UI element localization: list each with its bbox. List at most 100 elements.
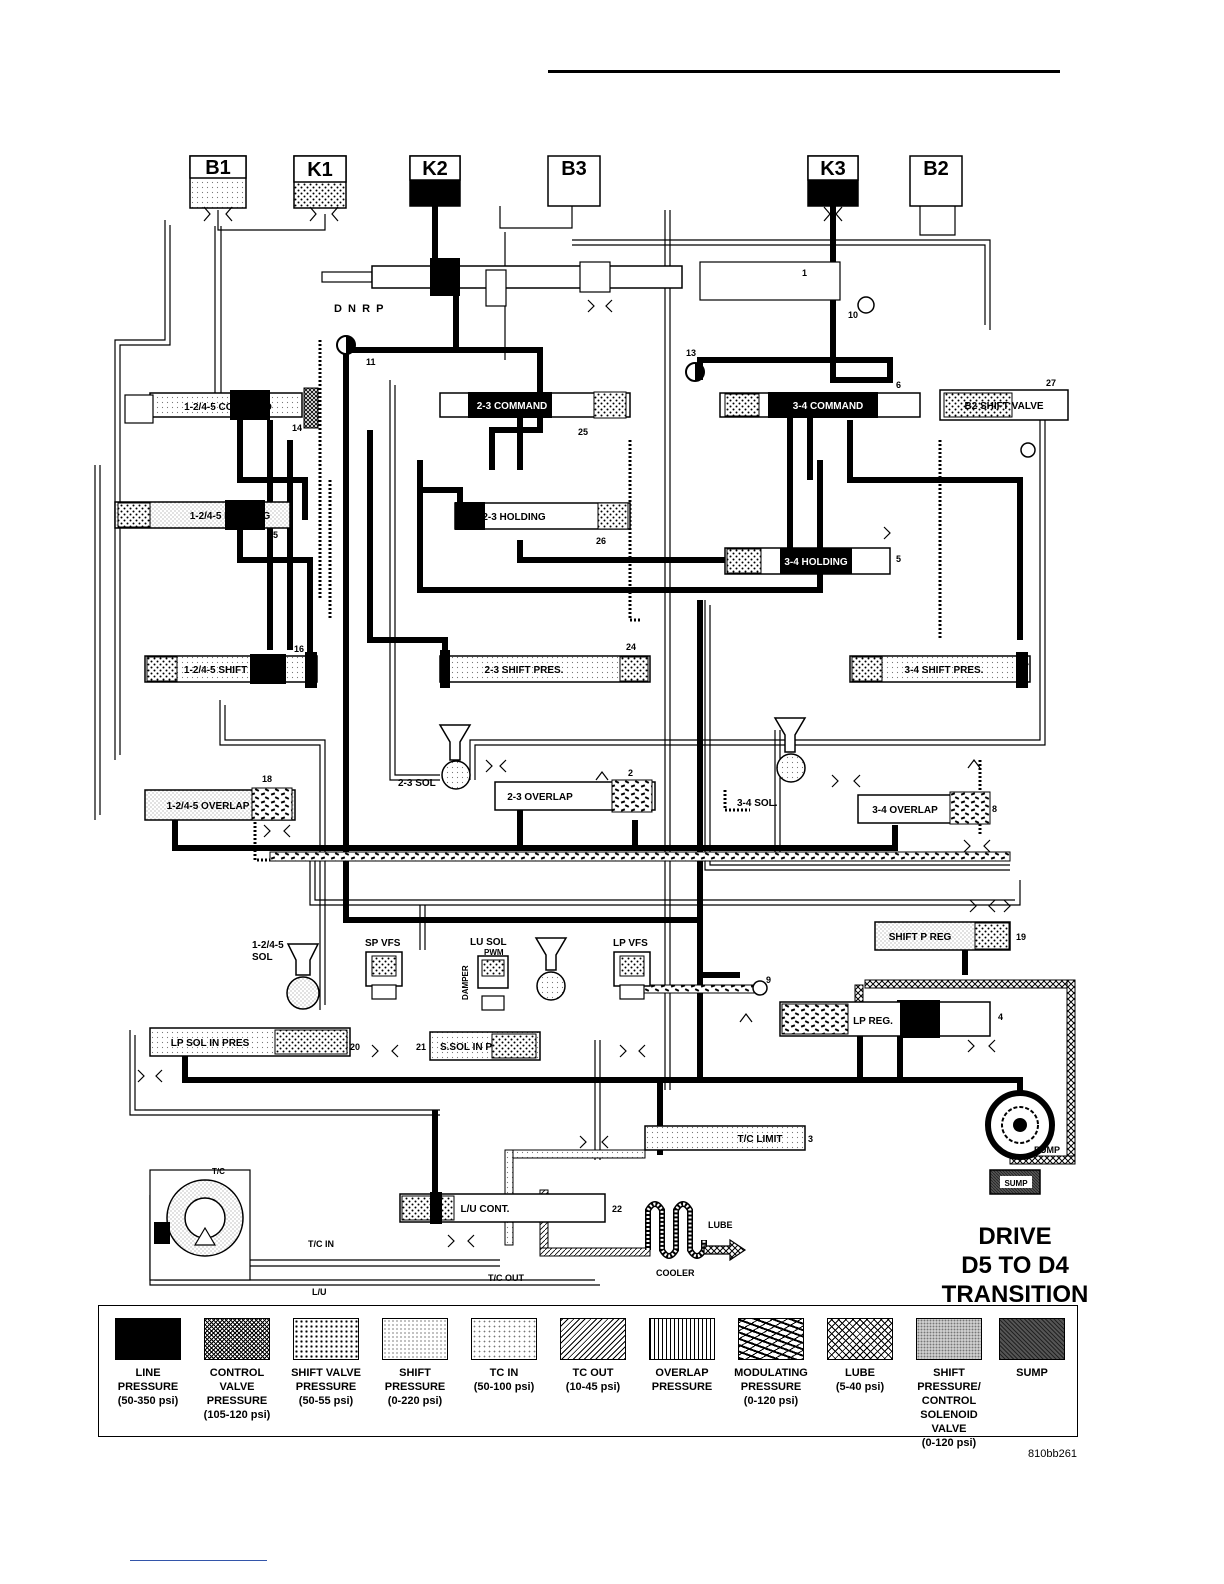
valve-23-shift-pres-label: 2-3 SHIFT PRES.: [485, 665, 564, 676]
callout-13: 13: [686, 348, 696, 358]
valve-1245-overlap-label: 1-2/4-5 OVERLAP: [167, 801, 250, 812]
legend-label: SHIFT PRESSURE (0-220 psi): [384, 1367, 446, 1407]
legend-item-control-valve: CONTROL VALVE PRESSURE (105-120 psi): [194, 1318, 280, 1422]
callout-9: 9: [766, 975, 771, 985]
callout-24: 24: [626, 642, 636, 652]
valve-34-overlap[interactable]: 3-4 OVERLAP: [857, 791, 991, 825]
valve-1245-command[interactable]: 1-2/4-5 COMMAND: [124, 387, 319, 429]
legend-swatch-tcout: [560, 1318, 626, 1360]
callout-21: 21: [416, 1042, 426, 1052]
valve-23-holding[interactable]: 2-3 HOLDING: [454, 502, 631, 530]
manual-valve[interactable]: D N R P: [321, 258, 683, 315]
pump-label: PUMP: [1034, 1145, 1060, 1155]
solenoid-34-label: 3-4 SOL.: [737, 798, 778, 809]
valve-34-holding[interactable]: 3-4 HOLDING: [724, 547, 891, 575]
legend-item-lube: LUBE (5-40 psi): [817, 1318, 903, 1394]
line-pressure-passages: [172, 206, 1023, 1200]
legend-swatch-overlap: [649, 1318, 715, 1360]
solenoid-lp-vfs[interactable]: LP VFS: [613, 938, 651, 1000]
valve-lp-sol-in-pres-label: LP SOL IN PRES: [171, 1038, 250, 1049]
solenoid-lp-vfs-label: LP VFS: [613, 938, 648, 949]
valve-b2-shift-label: B2 SHIFT VALVE: [964, 401, 1043, 412]
legend-swatch-shift: [382, 1318, 448, 1360]
solenoid-lu[interactable]: LU SOL PWM DAMPER: [461, 937, 509, 1011]
solenoid-sp-vfs-label: SP VFS: [365, 938, 401, 949]
callout-22: 22: [612, 1204, 622, 1214]
clutch-k2: K2: [409, 155, 461, 207]
callout-25: 25: [578, 427, 588, 437]
valve-23-overlap-label: 2-3 OVERLAP: [507, 792, 573, 803]
legend-label: TC IN (50-100 psi): [473, 1367, 535, 1393]
valve-s-sol-in-p[interactable]: S.SOL IN P: [429, 1031, 541, 1061]
lube-arrow-icon: [703, 1238, 747, 1262]
legend-swatch-line: [115, 1318, 181, 1360]
clutch-k2-label: K2: [422, 158, 448, 180]
valve-23-overlap[interactable]: 2-3 OVERLAP: [494, 779, 656, 813]
valve-34-command[interactable]: 3-4 COMMAND: [719, 392, 921, 418]
callout-26: 26: [596, 536, 606, 546]
valve-23-command[interactable]: 2-3 COMMAND: [439, 391, 631, 419]
legend-item-sump: SUMP: [989, 1318, 1075, 1380]
legend-label: SHIFT PRESSURE/ CONTROL SOLENOID VALVE (…: [917, 1367, 981, 1449]
solenoid-lu-label-b: PWM: [484, 948, 504, 957]
clutch-k1: K1: [293, 155, 347, 209]
clutch-b3: B3: [547, 155, 601, 207]
valve-b2-shift[interactable]: B2 SHIFT VALVE: [939, 389, 1069, 421]
legend-swatch-shiftvalve: [293, 1318, 359, 1360]
clutch-b3-label: B3: [561, 158, 587, 180]
valve-23-holding-label: 2-3 HOLDING: [482, 512, 546, 523]
valve-1245-overlap[interactable]: 1-2/4-5 OVERLAP: [144, 787, 296, 821]
callout-8: 8: [992, 804, 997, 814]
valve-34-shift-pres[interactable]: 3-4 SHIFT PRES.: [849, 652, 1031, 688]
legend-item-tc-in: TC IN (50-100 psi): [461, 1318, 547, 1394]
solenoid-sp-vfs[interactable]: SP VFS: [365, 938, 403, 1000]
legend-label: CONTROL VALVE PRESSURE (105-120 psi): [203, 1367, 271, 1421]
legend-label: LUBE (5-40 psi): [835, 1367, 885, 1393]
valve-10-block: [699, 261, 875, 314]
sump: SUMP: [989, 1169, 1041, 1195]
solenoid-34[interactable]: 3-4 SOL.: [737, 717, 807, 809]
valve-34-shift-pres-label: 3-4 SHIFT PRES.: [905, 665, 984, 676]
orifice-markers: [137, 206, 1011, 1248]
callout-19: 19: [1016, 932, 1026, 942]
pressure-legend: LINE PRESSURE (50-350 psi) CONTROL VALVE…: [98, 1305, 1078, 1449]
valve-lp-sol-in-pres[interactable]: LP SOL IN PRES: [149, 1027, 351, 1057]
clutch-k3: K3: [807, 155, 859, 207]
sump-label: SUMP: [1004, 1179, 1028, 1188]
valve-34-command-label: 3-4 COMMAND: [793, 401, 864, 412]
callout-4: 4: [998, 1012, 1003, 1022]
callout-numbers: 1 2 3 4 5 6 7 8 9 10 11 13 14 15 16 18 1…: [262, 268, 1056, 1214]
modulating-passage-lp: [639, 984, 761, 994]
callout-27: 27: [1046, 378, 1056, 388]
callout-10: 10: [848, 310, 858, 320]
legend-swatch-sump: [999, 1318, 1065, 1360]
solenoid-lu-valve[interactable]: [534, 937, 568, 1001]
valve-34-overlap-label: 3-4 OVERLAP: [872, 805, 938, 816]
valve-1245-shift-pres[interactable]: 1-2/4-5 SHIFT PRES.: [144, 652, 318, 688]
valve-1245-holding[interactable]: 1-2/4-5 HOLDING: [114, 500, 291, 530]
solenoid-1245[interactable]: 1-2/4-5 SOL: [252, 940, 320, 1010]
control-passages: [94, 206, 1046, 1286]
tc-in-label: T/C IN: [308, 1239, 334, 1249]
valve-23-shift-pres[interactable]: 2-3 SHIFT PRES.: [439, 650, 651, 688]
valve-34-holding-label: 3-4 HOLDING: [784, 557, 848, 568]
valve-shift-p-reg[interactable]: SHIFT P REG: [874, 921, 1011, 951]
modulating-passage: [269, 851, 1011, 862]
clutch-b1: B1: [189, 155, 247, 209]
title-line-2: D5 TO D4: [961, 1252, 1069, 1279]
lube-label: LUBE: [708, 1220, 733, 1230]
valve-lp-reg-label: LP REG.: [853, 1016, 893, 1027]
solenoid-23[interactable]: 2-3 SOL: [398, 724, 472, 790]
legend-item-shift-sol: SHIFT PRESSURE/ CONTROL SOLENOID VALVE (…: [906, 1318, 992, 1450]
solenoid-1245-label-a: 1-2/4-5: [252, 940, 284, 951]
pump: PUMP: [985, 1090, 1060, 1160]
title-line-1: DRIVE: [978, 1223, 1052, 1250]
callout-11: 11: [366, 357, 376, 367]
valve-lu-cont[interactable]: L/U CONT.: [399, 1192, 606, 1224]
legend-item-overlap: OVERLAP PRESSURE: [639, 1318, 725, 1394]
valve-lp-reg[interactable]: LP REG.: [779, 1000, 991, 1038]
legend-label: SHIFT VALVE PRESSURE (50-55 psi): [291, 1367, 361, 1407]
diagram-title: DRIVE D5 TO D4 TRANSITION: [930, 1222, 1100, 1309]
valve-tc-limit[interactable]: T/C LIMIT: [644, 1125, 806, 1151]
callout-15: 15: [268, 530, 278, 540]
